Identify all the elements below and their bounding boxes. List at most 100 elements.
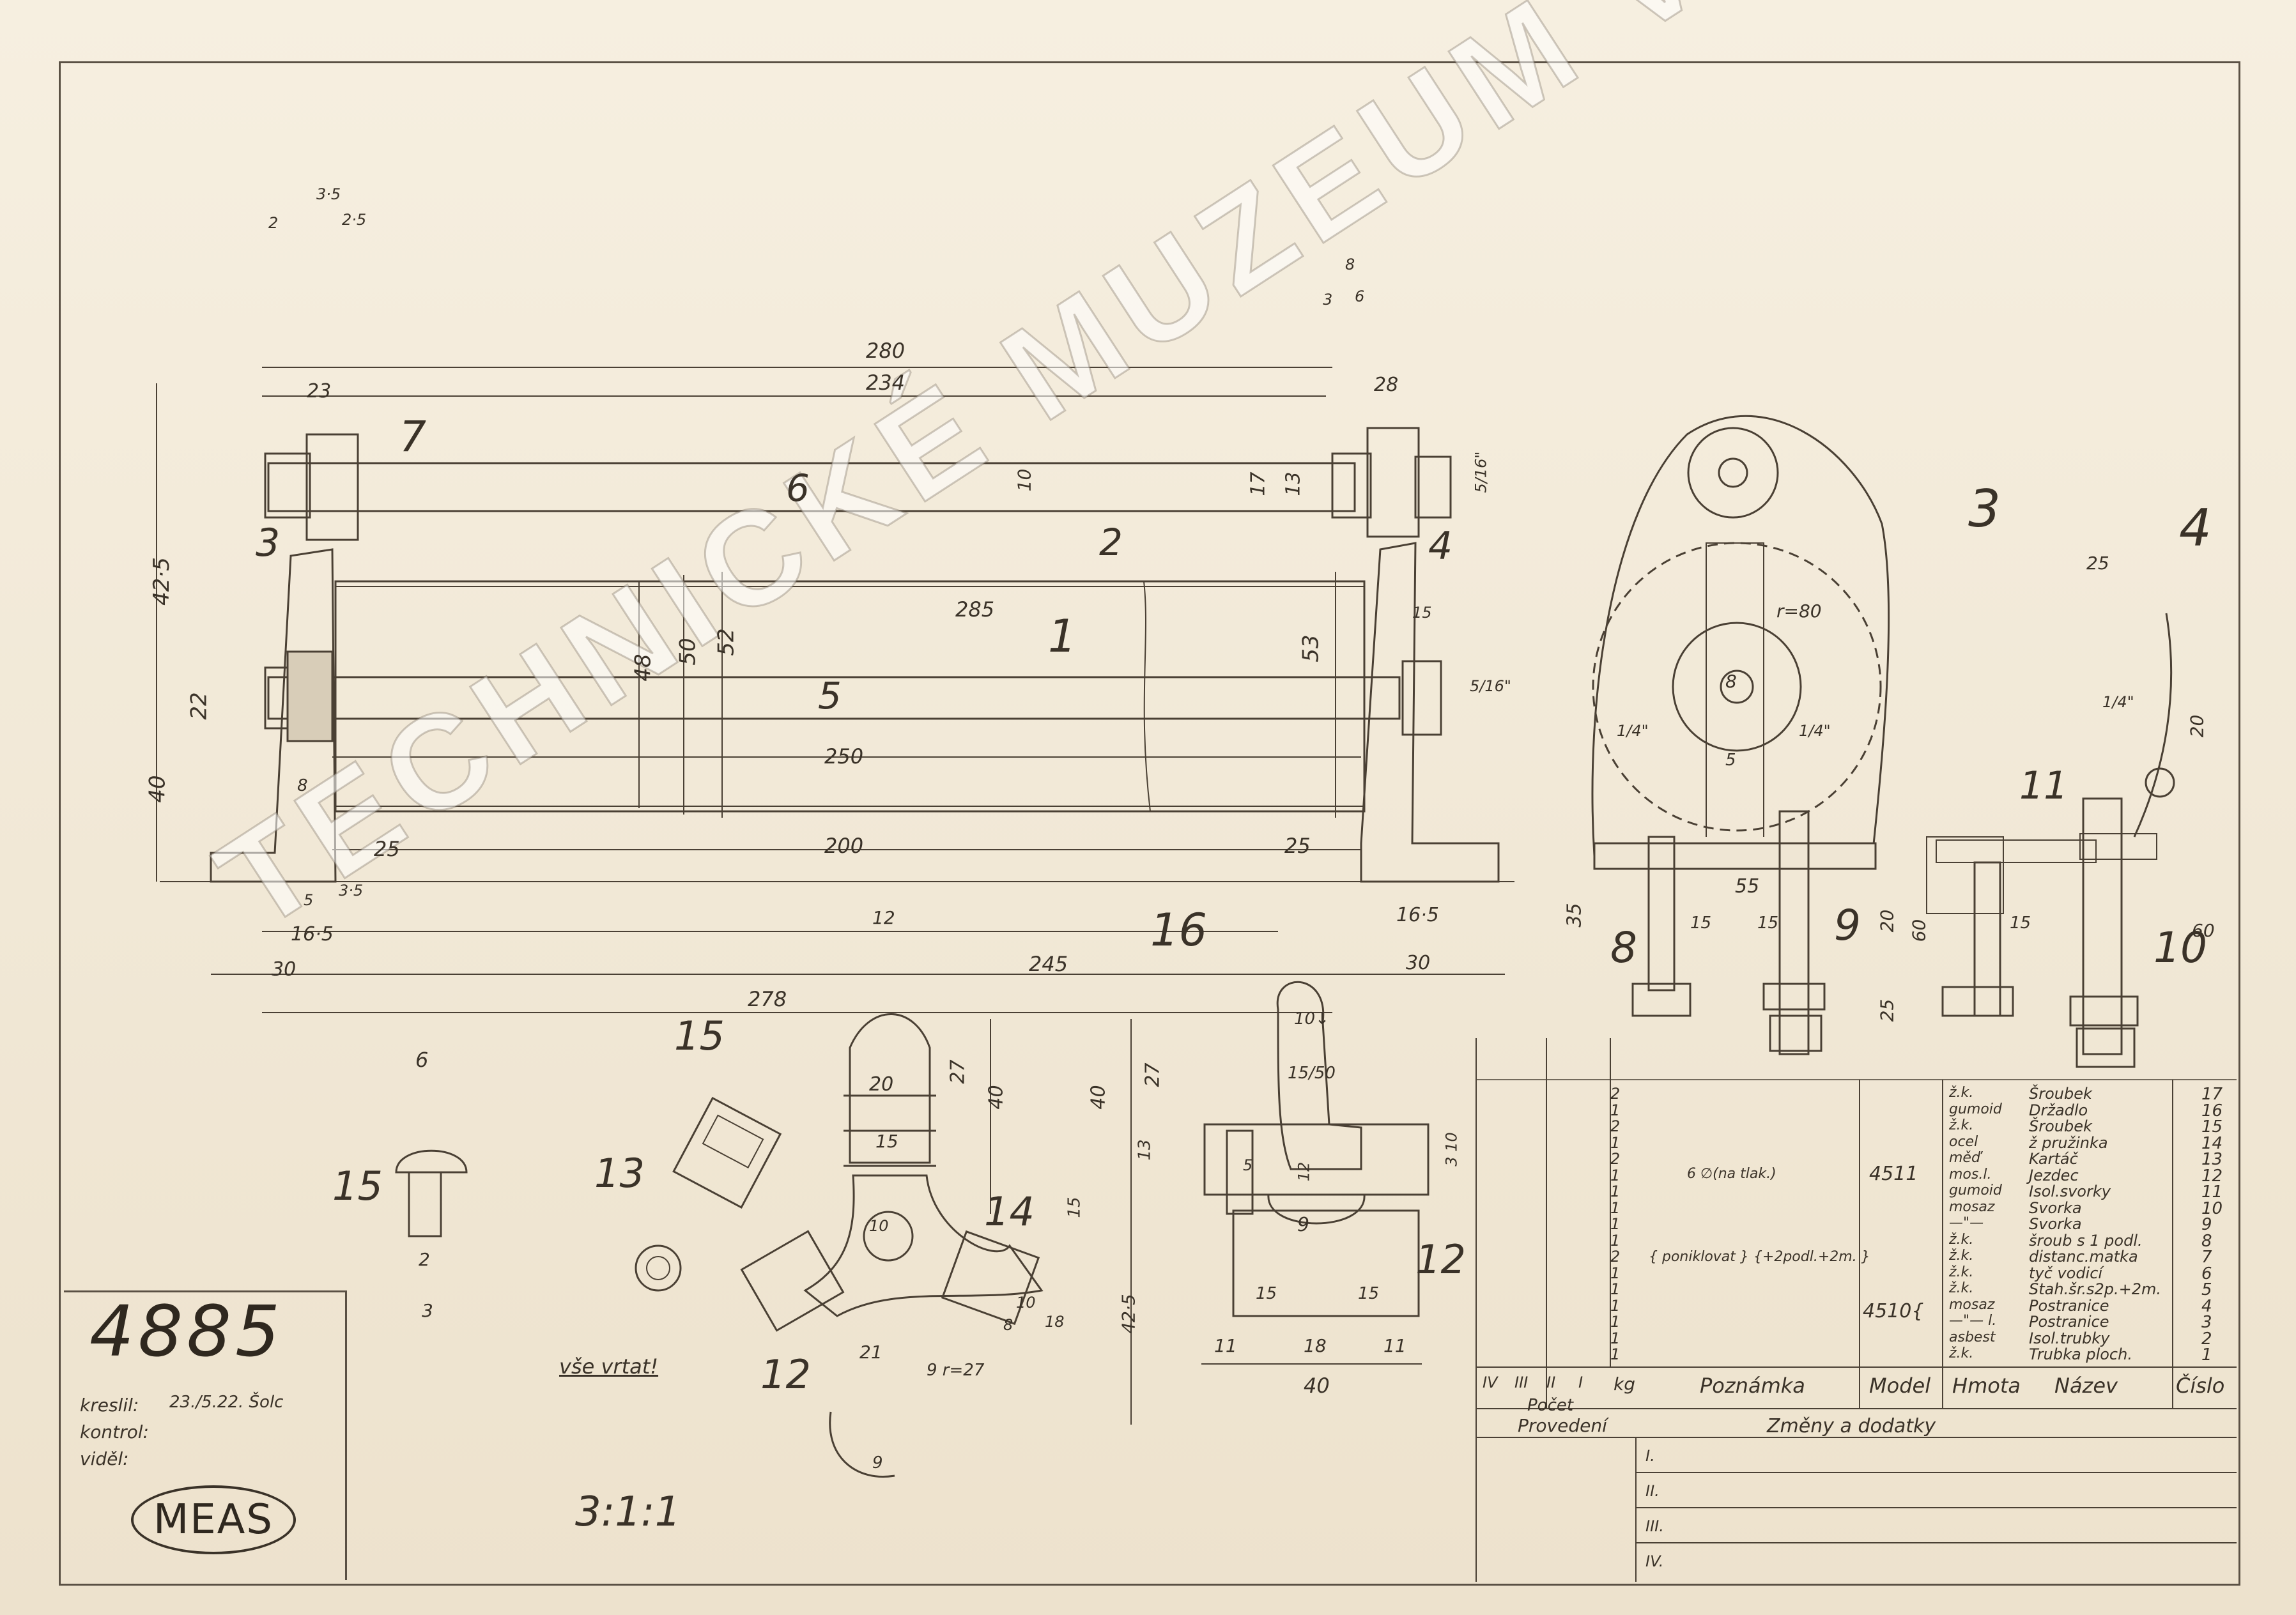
dim-quarter-b: 1/4" <box>1799 722 1831 740</box>
dim-40-d: 40 <box>1304 1374 1330 1398</box>
row-material: asbest <box>1949 1329 1996 1345</box>
dim-15-a: 15 <box>1690 914 1712 933</box>
dim-12: 12 <box>872 907 895 928</box>
row-material: gumoid <box>1949 1101 2002 1117</box>
row-name: Šroubek <box>2029 1117 2092 1135</box>
row-number: 7 <box>2201 1248 2212 1267</box>
dim-25-side: 25 <box>2086 553 2109 574</box>
row-name: Svorka <box>2029 1198 2082 1217</box>
front-view <box>156 367 1514 1013</box>
dim-53: 53 <box>1298 634 1324 662</box>
dim-15-e: 15 <box>1065 1197 1084 1218</box>
dim-5-16-top: 5/16" <box>1472 451 1490 493</box>
part-label-16: 16 <box>1150 904 1208 956</box>
row-number: 10 <box>2201 1198 2223 1218</box>
dim-245: 245 <box>1029 952 1068 976</box>
dim-8-top: 8 <box>1345 256 1355 273</box>
row-number: 9 <box>2201 1215 2212 1234</box>
row-number: 5 <box>2201 1280 2212 1299</box>
dim-17: 17 <box>1247 471 1270 496</box>
dim-5-c: 5 <box>1725 751 1736 770</box>
dim-42-5-b: 42·5 <box>1118 1294 1139 1334</box>
dim-15-side: 15 <box>1412 604 1432 622</box>
part-label-5: 5 <box>818 674 842 717</box>
row-material: ž.k. <box>1949 1117 1974 1133</box>
dim-quarter-c: 1/4" <box>2102 693 2134 711</box>
note-header: Poznámka <box>1700 1374 1805 1398</box>
dim-5-16-mid: 5/16" <box>1470 677 1511 695</box>
count-label: Počet <box>1527 1396 1574 1415</box>
part-label-4: 4 <box>1428 524 1453 569</box>
row-qty: 1 <box>1610 1133 1621 1152</box>
row-qty: 1 <box>1610 1166 1621 1184</box>
row-material: ocel <box>1949 1133 1978 1150</box>
row-name: Svorka <box>2029 1215 2082 1233</box>
row-qty: 1 <box>1610 1231 1621 1250</box>
qty-col-ii: II <box>1546 1374 1556 1391</box>
revision-i: I. <box>1645 1447 1655 1465</box>
row-number: 4 <box>2201 1296 2212 1316</box>
part-label-9: 9 <box>1834 901 1861 950</box>
checked-by-label: kontrol: <box>80 1421 149 1443</box>
dim-13: 13 <box>1282 471 1305 496</box>
row-name: distanc.matka <box>2029 1248 2138 1266</box>
row-name: Isol.trubky <box>2029 1329 2110 1347</box>
qty-col-iv: IV <box>1483 1374 1498 1391</box>
dim-10-b: 10 <box>1016 1294 1036 1312</box>
dim-25-c: 25 <box>1876 999 1898 1022</box>
dim-55: 55 <box>1735 875 1760 898</box>
part-label-13: 13 <box>594 1150 645 1197</box>
dim-278: 278 <box>748 987 787 1011</box>
dim-16-5-right: 16·5 <box>1396 904 1439 926</box>
dim-21: 21 <box>859 1342 882 1363</box>
row-number: 14 <box>2201 1133 2223 1153</box>
row-name: Postranice <box>2029 1296 2109 1315</box>
dim-15-50: 15/50 <box>1288 1064 1336 1083</box>
dim-30-left: 30 <box>272 958 297 981</box>
qty-col-i: I <box>1578 1374 1583 1391</box>
dim-285: 285 <box>955 597 995 622</box>
part-label-12a: 12 <box>760 1351 811 1398</box>
row-name: tyč vodicí <box>2029 1264 2103 1282</box>
part-label-14: 14 <box>984 1188 1035 1235</box>
row-number: 3 <box>2201 1313 2212 1332</box>
part-label-15b: 15 <box>332 1163 383 1209</box>
dim-3-top: 3 <box>1323 291 1333 309</box>
dim-6-screw: 6 <box>415 1048 429 1072</box>
note-nickel-plate: { poniklovat } {+2podl.+2m. } <box>1649 1249 1870 1265</box>
row-qty: 1 <box>1610 1101 1621 1119</box>
row-material: mosaz <box>1949 1198 1995 1215</box>
row-name: Jezdec <box>2029 1166 2079 1184</box>
row-qty: 1 <box>1610 1296 1621 1315</box>
row-name: Postranice <box>2029 1313 2109 1331</box>
execution-label: Provedení <box>1518 1415 1607 1436</box>
row-material: mosaz <box>1949 1296 1995 1313</box>
dim-2-top: 2 <box>268 214 279 232</box>
dim-27-a: 27 <box>946 1059 969 1084</box>
dim-40: 40 <box>144 775 171 803</box>
dim-234: 234 <box>866 371 905 395</box>
model-4511: 4511 <box>1869 1163 1918 1185</box>
dim-40-c: 40 <box>1087 1085 1110 1110</box>
title-block <box>64 1290 347 1580</box>
row-material: ž.k. <box>1949 1231 1974 1248</box>
dim-quarter-a: 1/4" <box>1617 722 1649 740</box>
dim-20-side: 20 <box>2186 714 2208 738</box>
dim-22: 22 <box>186 692 212 720</box>
drawn-by-label: kreslil: <box>80 1395 139 1416</box>
dim-3-screw: 3 <box>422 1300 433 1321</box>
seen-by-label: viděl: <box>80 1448 129 1469</box>
part-label-10: 10 <box>2153 923 2207 972</box>
part-label-2: 2 <box>1099 521 1123 564</box>
part-label-3: 3 <box>256 521 281 565</box>
row-qty: 1 <box>1610 1198 1621 1217</box>
model-4510: 4510{ <box>1863 1300 1924 1322</box>
row-number: 13 <box>2201 1150 2223 1169</box>
dim-40-b: 40 <box>985 1085 1008 1110</box>
part-label-4-side: 4 <box>2179 498 2212 558</box>
row-qty: 1 <box>1610 1313 1621 1331</box>
dim-12-b: 12 <box>1295 1161 1313 1182</box>
dim-18: 18 <box>1045 1313 1065 1331</box>
dim-60-a: 60 <box>1908 919 1930 942</box>
